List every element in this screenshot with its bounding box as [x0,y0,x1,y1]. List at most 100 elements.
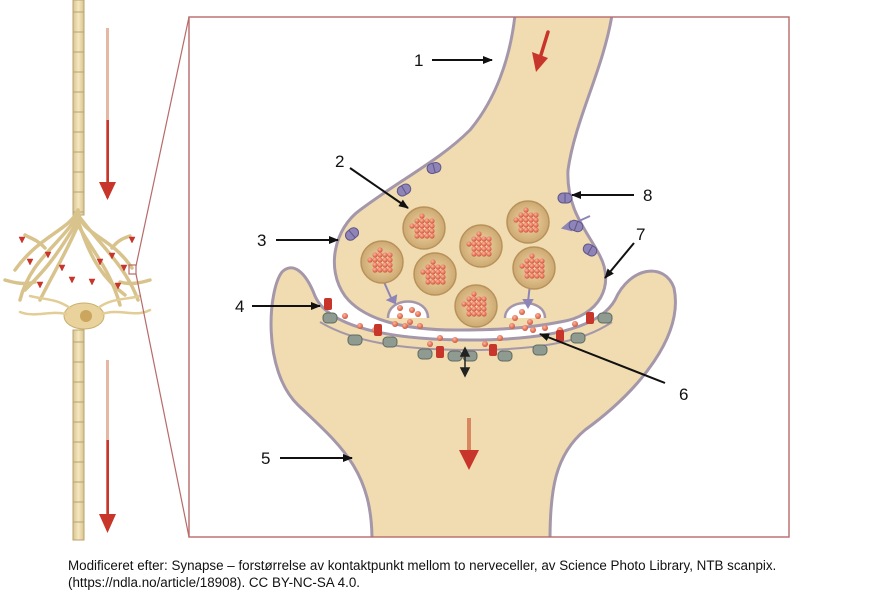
receptor-icon [417,348,433,360]
neurotransmitter-molecule [539,258,545,264]
ion-channel-icon [344,227,360,241]
neurotransmitter-molecule [372,267,378,273]
neurotransmitter-molecule [424,218,430,224]
neurotransmitter-molecule [382,252,388,258]
neurotransmitter-molecule [519,263,525,269]
synaptic-vesicle [360,240,404,284]
neurotransmitter-molecule [387,267,393,273]
neurotransmitter-molecule [382,262,388,268]
neurotransmitter-molecule [471,306,477,312]
overview-neuron [3,0,152,541]
neurotransmitter-molecule [512,315,518,321]
neurotransmitter-molecule [425,264,431,270]
receptor-channel-icon [556,330,564,342]
small-flow-arrow-icon [26,258,34,266]
dendrites [18,294,152,316]
neurotransmitter-molecule [486,246,492,252]
lower-axon [72,329,85,541]
neurotransmitter-molecule [392,321,398,327]
receptor-channel-icon [324,298,332,310]
neurotransmitter-molecule [387,257,393,263]
neurotransmitter-molecule [528,217,534,223]
neurotransmitter-molecule [522,325,528,331]
neurotransmitter-molecule [372,262,378,268]
neurotransmitter-molecule [430,259,436,265]
neurotransmitter-molecule [518,222,524,228]
neurotransmitter-molecule [429,228,435,234]
small-flow-arrow-icon [36,281,44,289]
neurotransmitter-molecule [409,307,415,313]
neurotransmitter-molecule [415,311,421,317]
neurotransmitter-molecule [486,241,492,247]
label-5: 5 [261,449,270,468]
neurotransmitter-molecule [424,223,430,229]
neurotransmitter-molecule [539,263,545,269]
neurotransmitter-molecule [518,217,524,223]
neurotransmitter-molecule [424,233,430,239]
label-1: 1 [414,51,423,70]
neurotransmitter-molecule [440,279,446,285]
synaptic-vesicle [512,246,556,290]
label-arrow-icon [349,167,409,209]
neurotransmitter-molecule [523,227,529,233]
neurotransmitter-molecule [519,309,525,315]
neurotransmitter-molecule [430,269,436,275]
neurotransmitter-molecule [529,258,535,264]
neurotransmitter-molecule [476,251,482,257]
neurotransmitter-molecule [402,323,408,329]
neurotransmitter-molecule [430,274,436,280]
callout-numbers: 1 2 3 4 5 6 7 8 [235,51,688,468]
label-3: 3 [257,231,266,250]
small-flow-arrow-icon [18,236,26,244]
neurotransmitter-molecule [481,241,487,247]
neurotransmitter-molecule [534,268,540,274]
neurotransmitter-molecule [342,313,348,319]
label-arrow-icon [604,242,635,279]
neurotransmitter-molecule [387,252,393,258]
small-flow-arrow-icon [108,252,116,260]
neurotransmitter-molecule [513,217,519,223]
callouts [252,56,666,462]
label-arrow-icon [539,333,666,384]
neurotransmitter-molecule [419,218,425,224]
neurotransmitter-molecule [435,264,441,270]
neurotransmitter-molecule [414,228,420,234]
neurotransmitter-molecule [466,296,472,302]
receptor-channel-icon [374,324,382,336]
neurotransmitter-molecule [420,269,426,275]
neurotransmitter-molecule [425,269,431,275]
receptor-channel-icon [436,346,444,358]
synaptic-vesicle [413,252,457,296]
neurotransmitter-molecule [533,217,539,223]
neurotransmitter-molecule [471,296,477,302]
neurotransmitter-molecule [534,263,540,269]
neurotransmitter-molecule [357,323,363,329]
neurotransmitter-molecule [523,207,529,213]
neurotransmitter-molecule [528,227,534,233]
neurotransmitter-molecule [509,323,515,329]
zoom-frame [188,16,790,538]
neurotransmitter-molecule [529,263,535,269]
neurotransmitter-molecule [372,252,378,258]
neurotransmitter-molecule [417,323,423,329]
receptor-channel-icon [489,344,497,356]
neurotransmitter-molecule [382,267,388,273]
neurotransmitter-molecule [524,268,530,274]
small-flow-arrow-icon [68,276,76,284]
synaptic-vesicle [454,284,498,328]
neurotransmitter-molecule [425,274,431,280]
neurotransmitter-molecule [476,306,482,312]
label-7: 7 [636,225,645,244]
neurotransmitter-molecule [435,279,441,285]
neurotransmitter-molecule [427,341,433,347]
neurotransmitter-molecule [425,279,431,285]
neurotransmitter-molecule [440,274,446,280]
neurotransmitter-molecule [461,301,467,307]
synaptic-vesicle [506,200,550,244]
ion-channel-icon [568,219,584,233]
neurotransmitter-molecule [372,257,378,263]
neurotransmitter-molecule [471,291,477,297]
small-flow-arrow-icon [96,258,104,266]
neurotransmitter-molecule [530,327,536,333]
